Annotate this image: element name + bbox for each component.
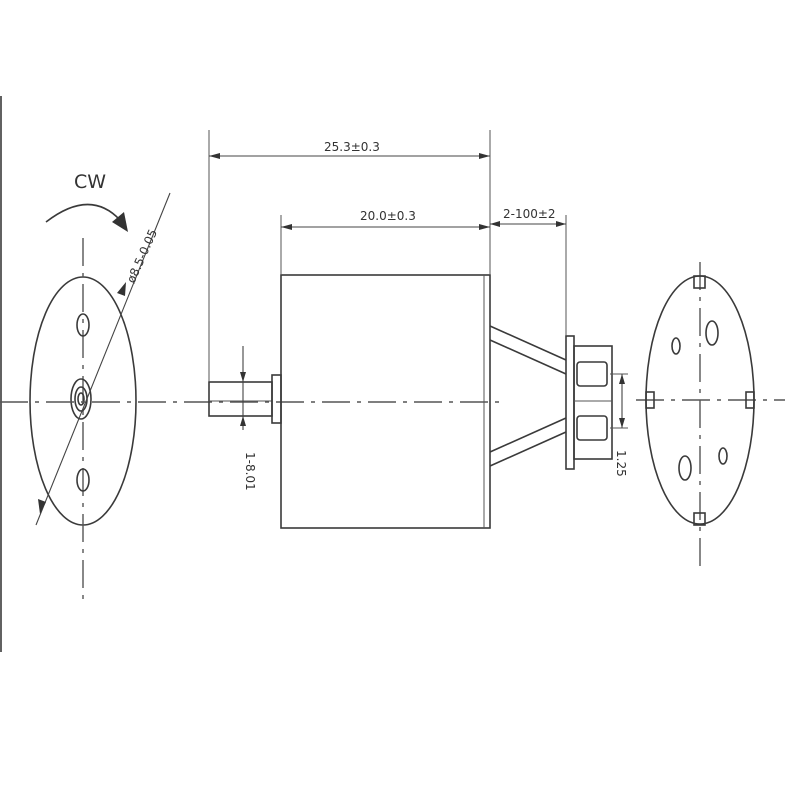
body-arrow-left bbox=[281, 224, 292, 230]
diameter-leader-line bbox=[35, 192, 171, 526]
terminal-pitch-label: 1.25 bbox=[614, 450, 628, 477]
overall-length-label: 25.3±0.3 bbox=[324, 140, 380, 154]
rear-small-hole-right bbox=[718, 447, 728, 465]
cw-arrowhead bbox=[112, 212, 128, 232]
lead-length-label: 2-100±2 bbox=[503, 207, 556, 221]
shaft-collar bbox=[271, 374, 282, 424]
rear-end-view bbox=[636, 262, 785, 568]
diameter-arrow-bottom bbox=[38, 499, 46, 514]
lead-wires bbox=[489, 325, 567, 467]
rear-notch-left bbox=[645, 391, 655, 409]
cw-label: CW bbox=[74, 171, 106, 193]
front-end-view: CW ø8.5-0.05 bbox=[29, 171, 171, 602]
shaft-diameter-label: 1-8.01 bbox=[243, 452, 257, 491]
body-length-label: 20.0±0.3 bbox=[360, 209, 416, 223]
body-arrow-right bbox=[479, 224, 490, 230]
lead-arrow-left bbox=[490, 221, 500, 227]
lead-arrow-right bbox=[556, 221, 566, 227]
pitch-dim-arrow-top bbox=[619, 374, 625, 384]
front-shaft-hub-outer bbox=[70, 378, 92, 420]
motor-shaft bbox=[208, 381, 273, 417]
pitch-dim-arrow-bottom bbox=[619, 418, 625, 428]
front-mount-hole-bottom bbox=[76, 468, 90, 492]
front-shaft-hub-inner bbox=[77, 392, 85, 406]
front-mount-hole-top bbox=[76, 313, 90, 337]
side-view: 1-8.01 1.25 25.3±0.3 bbox=[0, 130, 628, 529]
cw-rotation-arrow bbox=[45, 203, 121, 223]
motor-body bbox=[280, 274, 491, 529]
shaft-dim-arrow-bottom bbox=[240, 416, 246, 426]
shaft-dim-arrow-top bbox=[240, 372, 246, 382]
connector-housing bbox=[565, 335, 613, 470]
rear-hole-upper-right bbox=[705, 320, 719, 346]
overall-arrow-left bbox=[209, 153, 220, 159]
rear-small-hole-left bbox=[671, 337, 681, 355]
body-diameter-label: ø8.5-0.05 bbox=[124, 227, 160, 285]
rear-notch-right bbox=[745, 391, 755, 409]
rear-hole-lower-left bbox=[678, 455, 692, 481]
overall-arrow-right bbox=[479, 153, 490, 159]
front-shaft-hub-mid bbox=[74, 386, 88, 412]
diameter-arrow-top bbox=[117, 282, 126, 296]
rear-notch-top bbox=[693, 275, 706, 289]
rear-notch-bottom bbox=[693, 512, 706, 526]
